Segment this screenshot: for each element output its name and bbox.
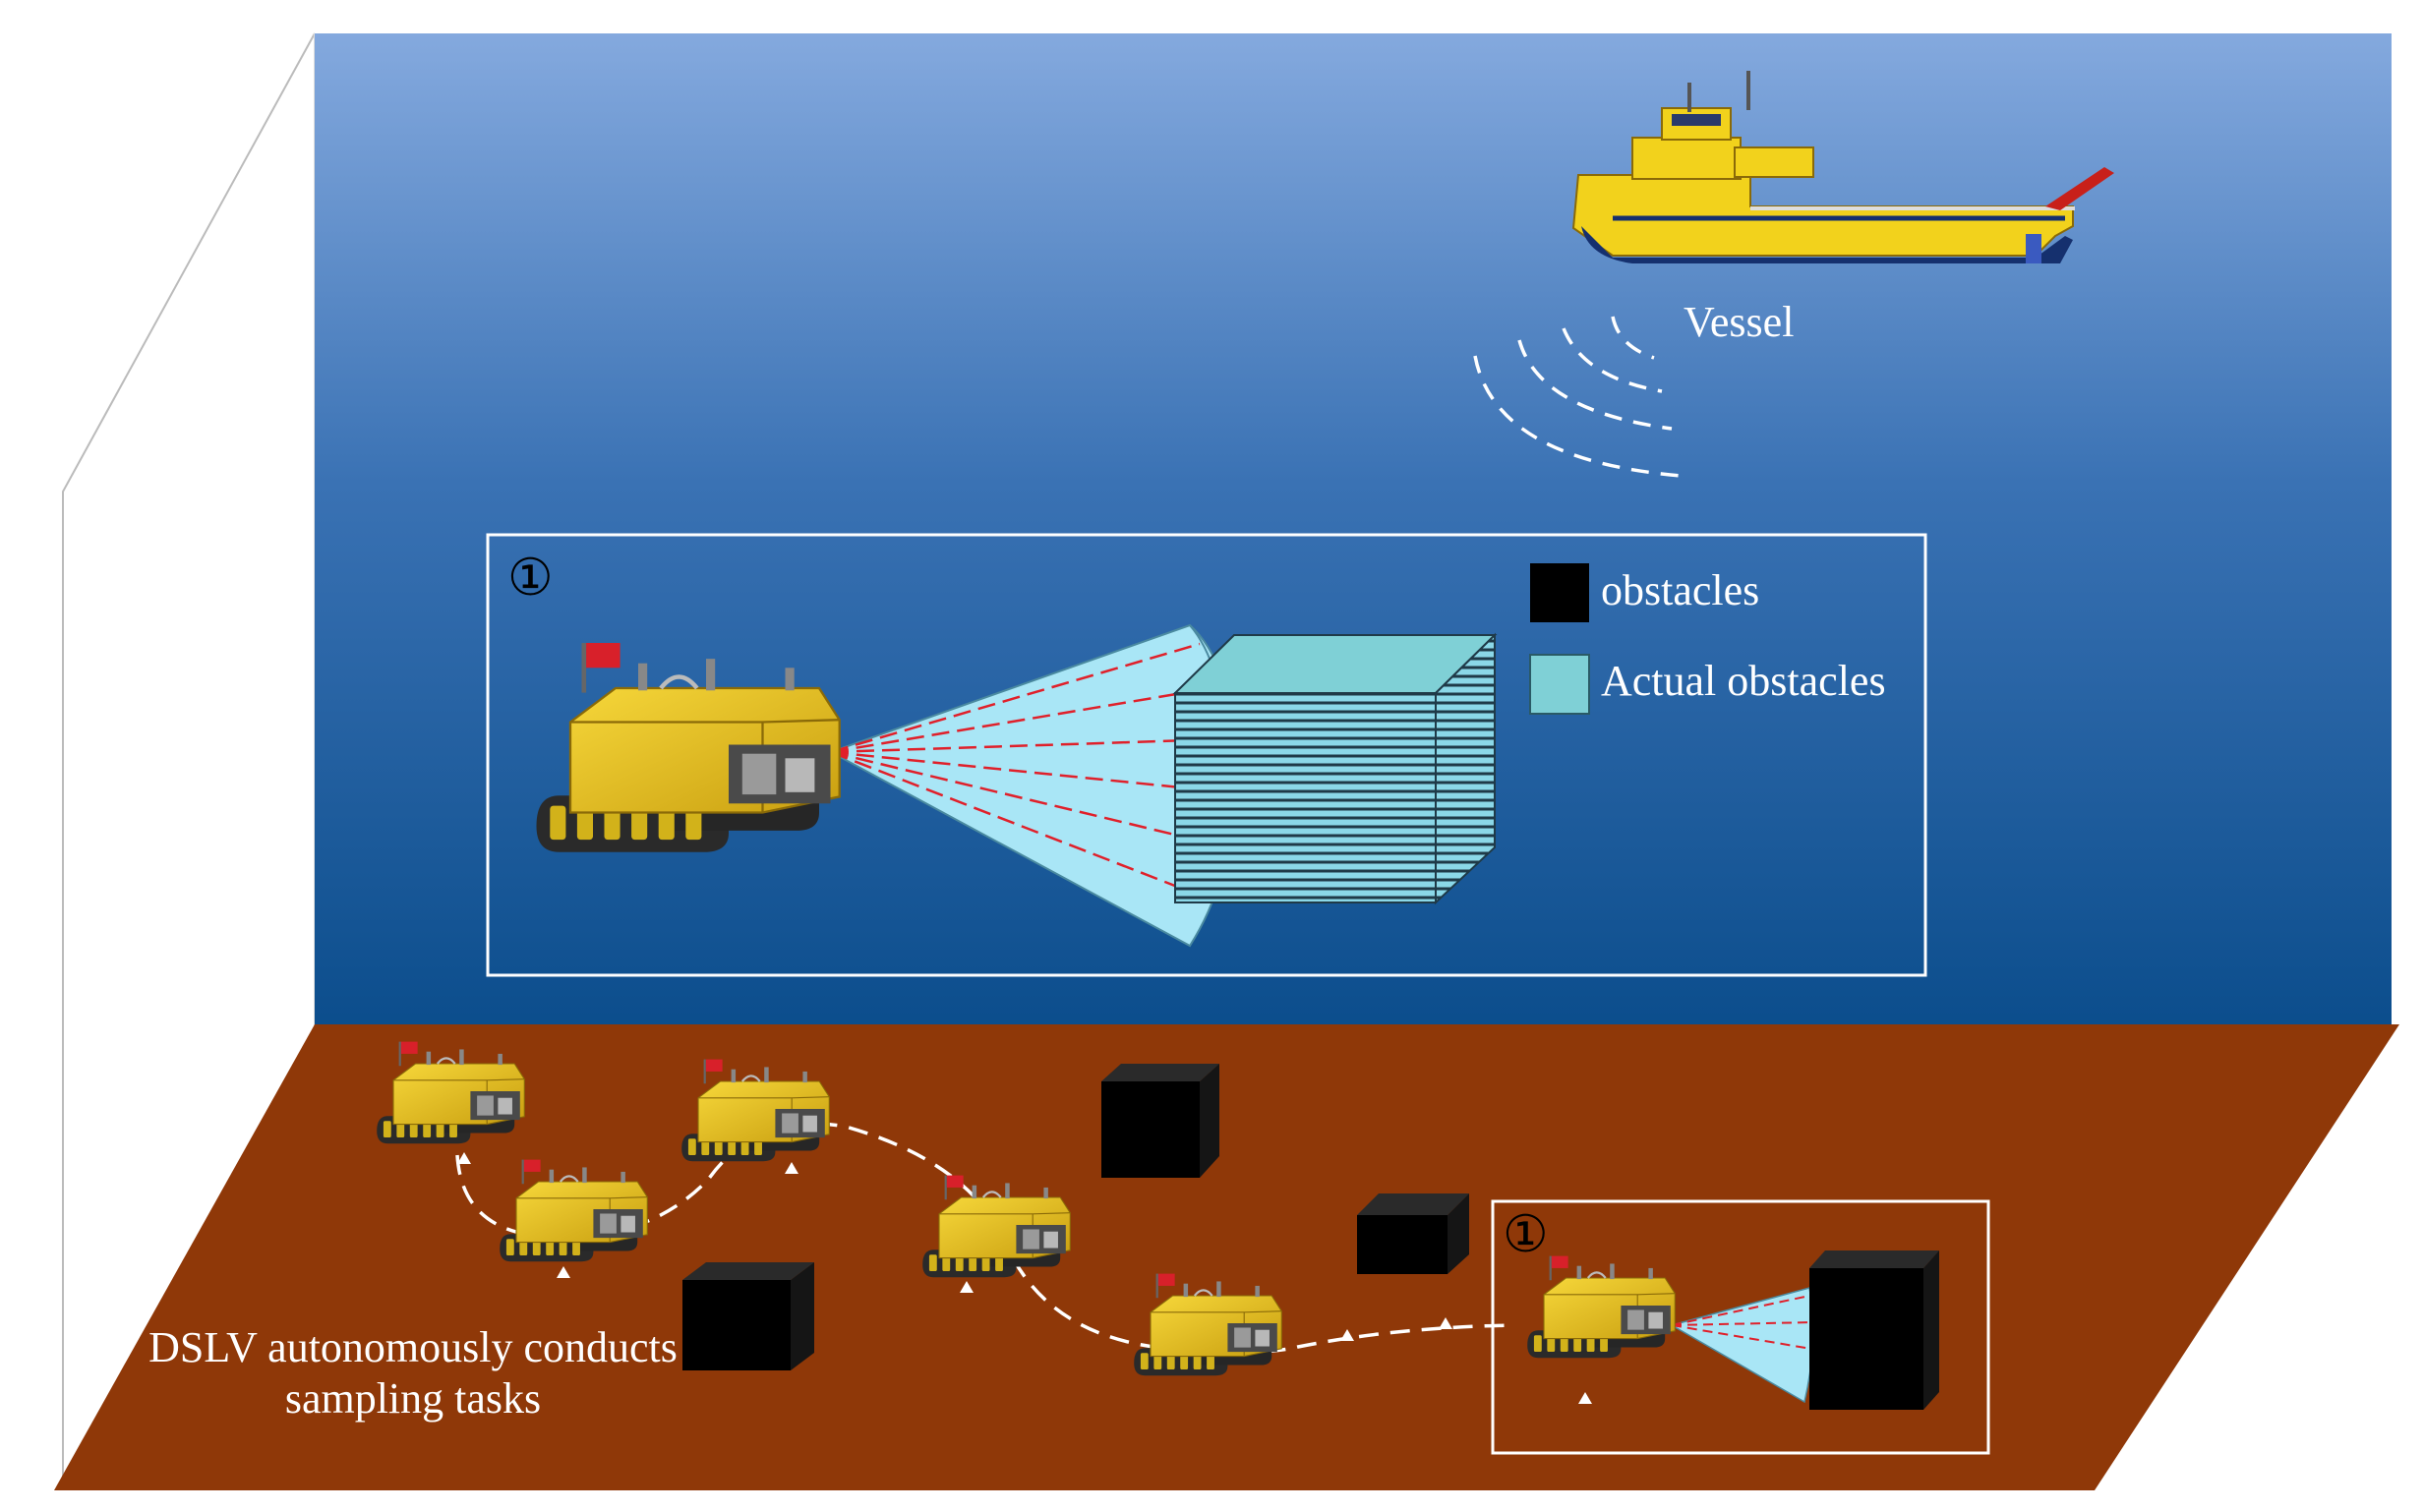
inset-panel xyxy=(486,533,1927,977)
seabed-inset-obstacle xyxy=(1809,1250,1939,1410)
laser-lines xyxy=(830,642,1220,897)
seabed-obstacle-1 xyxy=(1101,1064,1219,1178)
vessel-label: Vessel xyxy=(1684,298,1795,346)
legend-label-actual-obstacles: Actual obstacles xyxy=(1601,657,1886,705)
seabed-inset-marker: ① xyxy=(1503,1207,1549,1263)
actual-obstacle-inset xyxy=(1172,632,1498,905)
seabed-inset-panel xyxy=(1491,1199,1990,1455)
seabed-obstacle-3 xyxy=(1357,1193,1469,1274)
task-caption: DSLV autonomously conducts sampling task… xyxy=(148,1323,678,1423)
acoustic-signal xyxy=(1473,316,1683,478)
legend-swatch-actual-obstacles xyxy=(1529,654,1590,715)
vessel-ship xyxy=(1571,71,2114,263)
legend-swatch-obstacles xyxy=(1530,563,1589,622)
inset-marker: ① xyxy=(507,551,554,607)
path-markers xyxy=(457,1152,1592,1404)
seabed-obstacle-2 xyxy=(682,1262,814,1370)
legend-label-obstacles: obstacles xyxy=(1601,566,1760,614)
